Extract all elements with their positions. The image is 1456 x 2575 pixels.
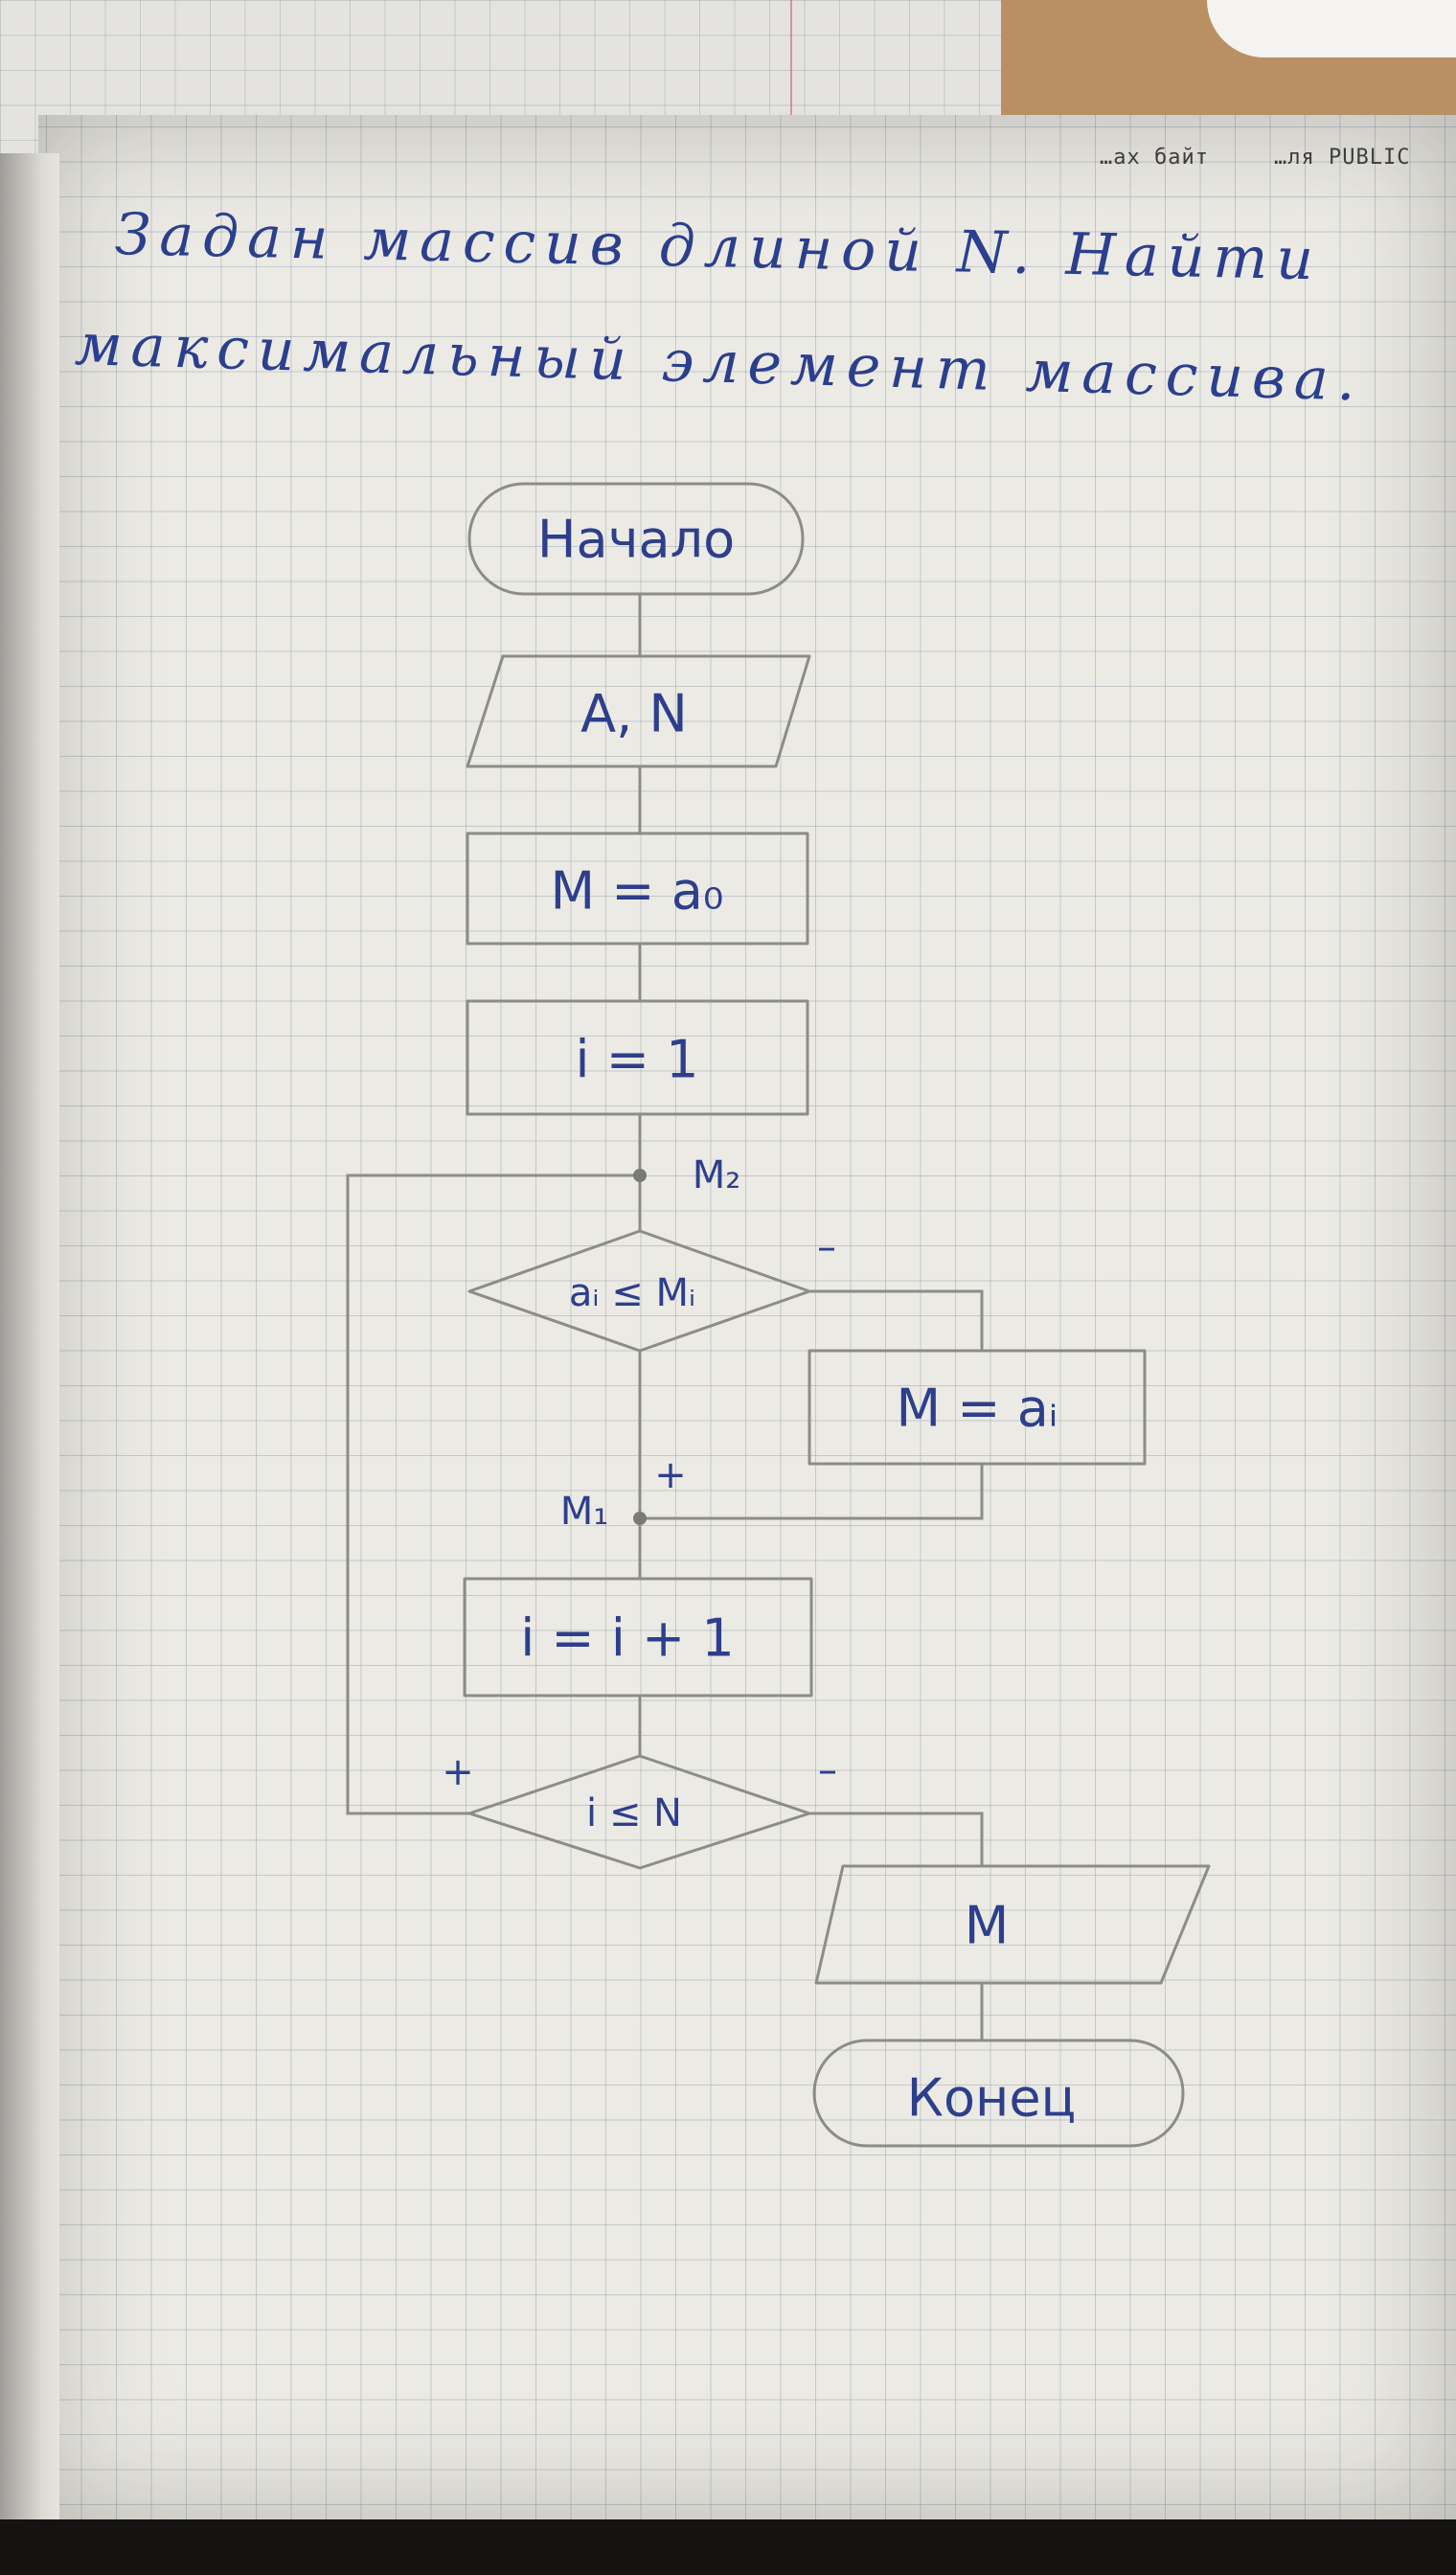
page-edge-shadow (0, 153, 59, 2519)
output-parallelogram (814, 1864, 1211, 1985)
init-max-block (466, 832, 809, 946)
condition-2-label: i ≤ N (586, 1791, 682, 1835)
connector-cond2-no (809, 1812, 984, 1866)
merge-point-m1 (633, 1512, 647, 1525)
update-max-label: M = aᵢ (897, 1379, 1058, 1439)
init-max-label: M = a₀ (551, 861, 724, 922)
condition-2-no-mark: – (818, 1748, 837, 1792)
condition-1-label: aᵢ ≤ Mᵢ (569, 1271, 695, 1315)
condition-2-yes-mark: + (442, 1750, 474, 1794)
connector-cond1-no (809, 1289, 984, 1351)
merge-m1-label: M₁ (560, 1490, 609, 1534)
end-label: Конец (907, 2068, 1077, 2129)
connector-update-merge (640, 1464, 984, 1520)
start-terminal (467, 482, 805, 596)
imprint-text-left: …ах байт (1100, 146, 1209, 170)
start-label: Начало (537, 510, 735, 570)
notebook-page (38, 115, 1456, 2519)
input-label: A, N (580, 684, 688, 744)
table-edge (0, 2519, 1456, 2575)
init-i-block (466, 999, 809, 1116)
init-i-label: i = 1 (576, 1030, 699, 1090)
condition-1-yes-mark: + (654, 1453, 687, 1497)
paper-corner (1207, 0, 1456, 57)
connector-loop-back (346, 1174, 640, 1815)
condition-2-diamond (467, 1754, 811, 1870)
update-max-block (808, 1349, 1147, 1466)
end-terminal (812, 2039, 1185, 2148)
merge-m2-label: M₂ (693, 1153, 741, 1197)
condition-1-no-mark: – (817, 1225, 836, 1269)
imprint-text-right: …ля PUBLIC (1274, 146, 1411, 170)
margin-line (790, 0, 792, 144)
increment-label: i = i + 1 (520, 1608, 735, 1669)
increment-block (463, 1577, 813, 1698)
merge-point-m2 (633, 1169, 647, 1182)
output-label: M (965, 1896, 1010, 1956)
input-parallelogram (466, 654, 811, 768)
